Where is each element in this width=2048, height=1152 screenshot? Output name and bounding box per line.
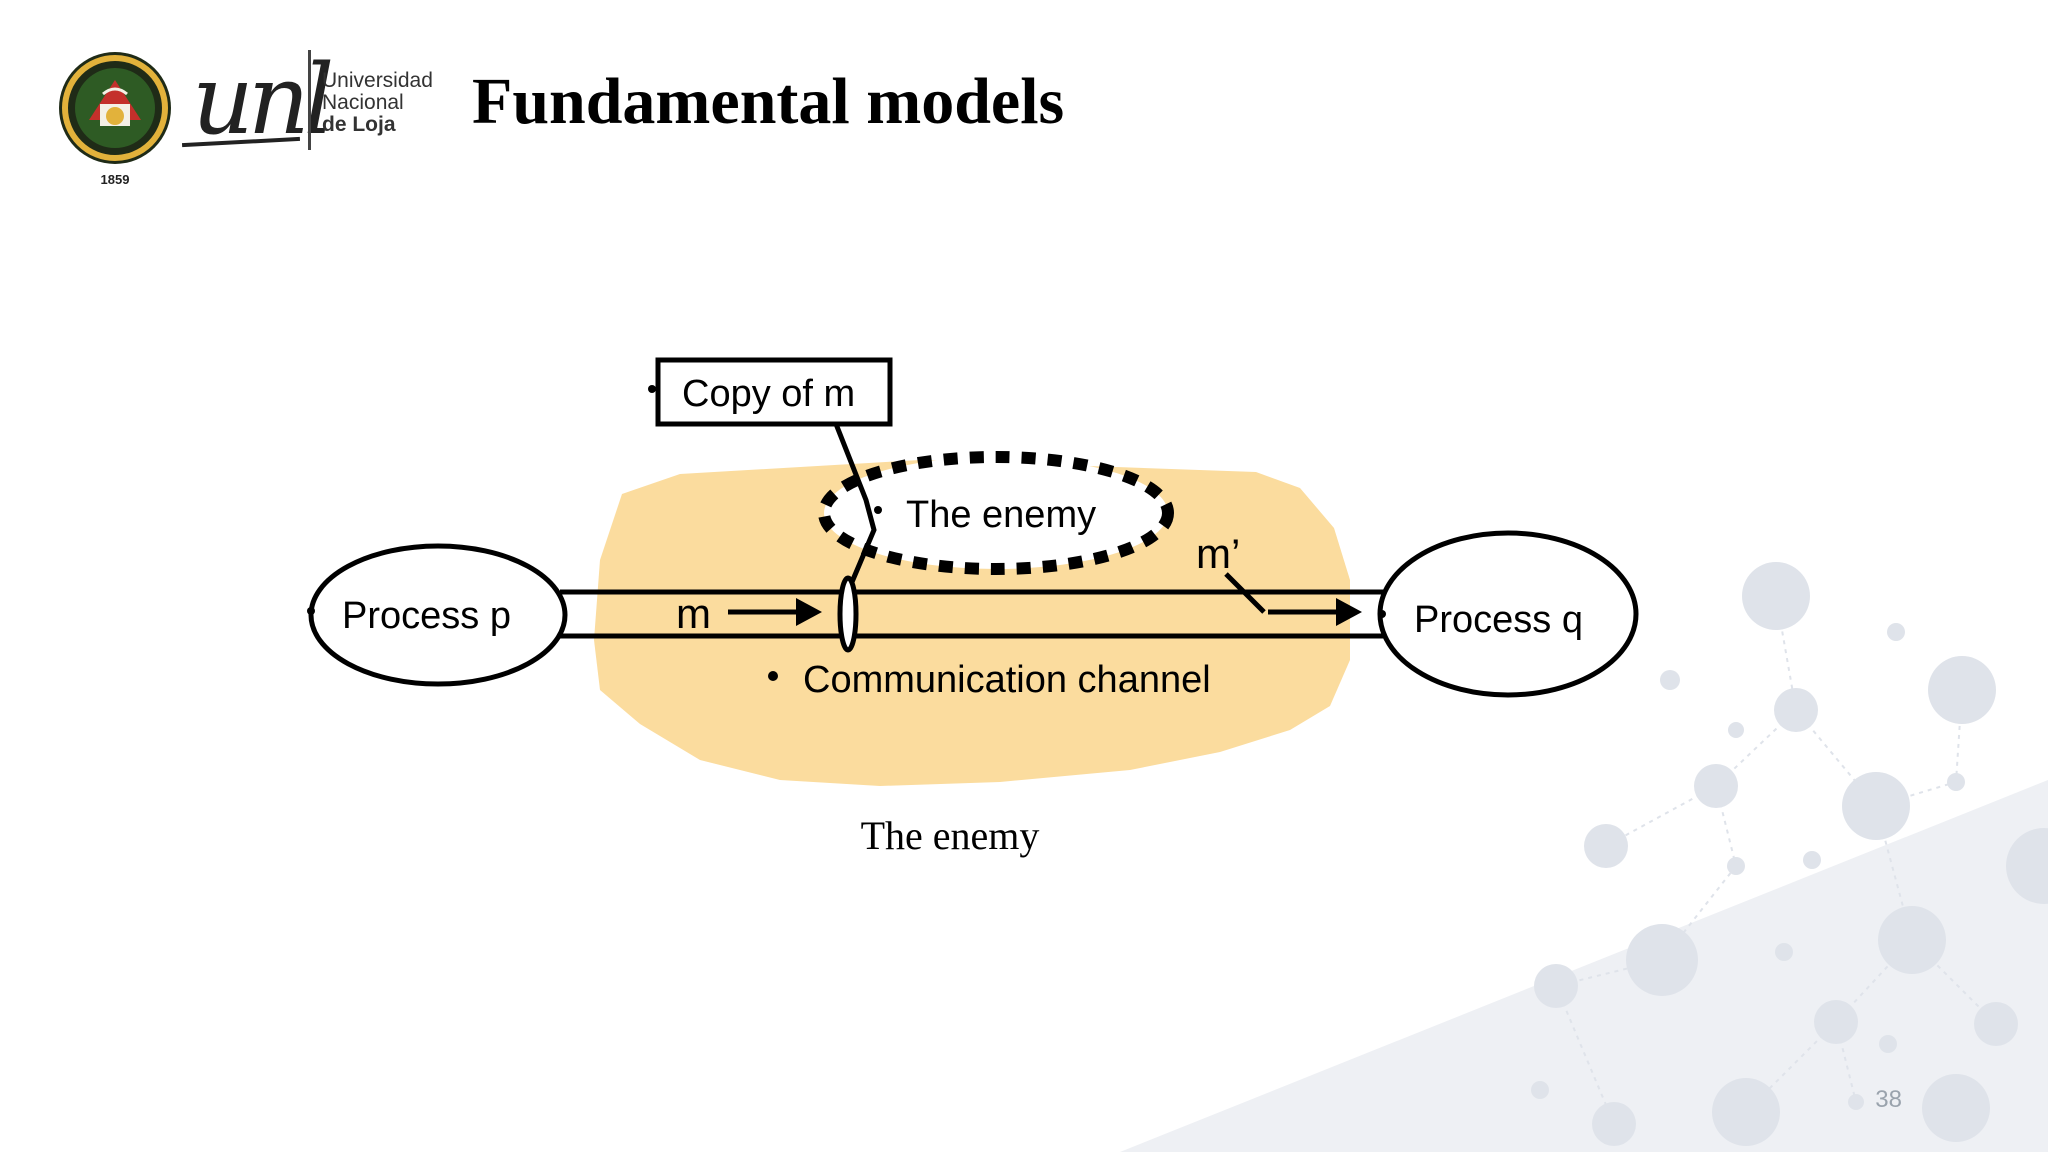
process-p-label: Process p bbox=[342, 595, 511, 637]
university-line-3: de Loja bbox=[322, 113, 396, 136]
interception-point bbox=[837, 575, 859, 653]
university-name: Universidad Nacional de Loja bbox=[322, 70, 433, 136]
university-seal-logo: 1859 bbox=[59, 52, 171, 187]
message-m-label: m bbox=[676, 590, 711, 637]
slide-title: Fundamental models bbox=[472, 65, 1065, 138]
university-line-1: Universidad bbox=[322, 69, 433, 92]
figure-caption: The enemy bbox=[860, 813, 1040, 858]
message-m-prime-label: m’ bbox=[1196, 530, 1240, 577]
page-number: 38 bbox=[1875, 1086, 1902, 1113]
enemy-label: The enemy bbox=[906, 494, 1096, 536]
copy-of-m-label: Copy of m bbox=[682, 373, 855, 415]
copy-of-m-box bbox=[655, 357, 893, 427]
unl-wordmark-logo: unl Universidad Nacional de Loja bbox=[180, 48, 440, 158]
communication-channel-label: Communication channel bbox=[803, 659, 1211, 701]
interception-line bbox=[833, 423, 877, 583]
university-line-2: Nacional bbox=[322, 91, 404, 114]
seal-year: 1859 bbox=[101, 172, 130, 187]
m-prime-leader bbox=[1224, 572, 1266, 614]
arrow-m-prime-head bbox=[1336, 598, 1362, 626]
arrow-m-head bbox=[796, 598, 822, 626]
enemy-zone bbox=[594, 460, 1350, 786]
enemy-node bbox=[818, 451, 1174, 575]
logo-divider bbox=[308, 50, 311, 150]
process-q-label: Process q bbox=[1414, 599, 1583, 641]
